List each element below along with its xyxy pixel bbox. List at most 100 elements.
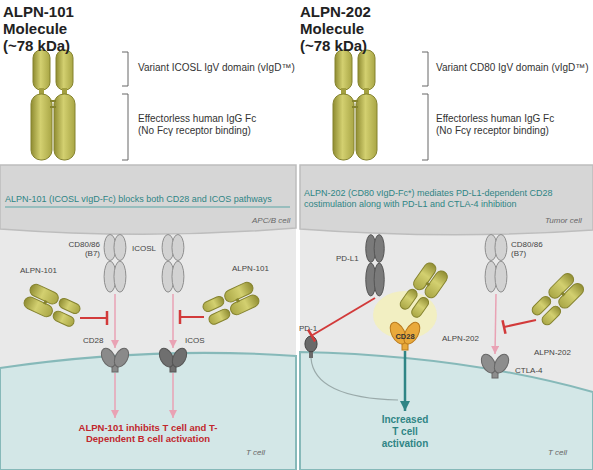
receptor-shape [160,232,186,294]
bracket [122,52,128,86]
fusion-protein [529,271,586,328]
receptor-node: ALPN-101 [195,280,265,328]
label: ALPN-101 Molecule (~78 kDa) [3,3,83,54]
hinge [425,282,430,287]
connector [114,294,116,348]
signal-arrow [114,373,116,418]
label: T cell [246,448,265,457]
bracket [122,94,128,160]
receptor-label: CD28 [83,336,103,345]
title-underline [5,207,290,208]
receptor-label: ALPN-202 [534,348,571,357]
connector [495,294,496,354]
receptor-shape [18,282,88,330]
label: ALPN-202 (CD80 vIgD-Fc*) mediates PD-L1-… [304,188,590,210]
fc-domain [411,261,438,292]
label: Effectorless human IgG Fc (No Fcγ recept… [436,113,571,137]
inhibition-line [504,320,536,327]
panel-bg [300,165,593,470]
receptor-domain [374,263,384,296]
apc-cell [0,165,296,234]
fc-domain [31,94,52,160]
igv-domain [358,50,375,90]
receptor-shape [392,262,454,320]
tumor-cell [300,165,593,235]
hinge [50,106,56,108]
receptor-node: ICOSL [160,232,186,294]
receptor-domain [172,234,184,260]
receptor-shape [528,272,586,328]
receptor-label: ICOS [185,336,205,345]
receptor-node: CD80/86 (B7) [483,232,509,294]
igv-domain [530,294,553,317]
receptor-label: CD80/86 (B7) [66,240,100,258]
inhibition-bar [179,310,182,324]
fusion-protein [397,261,449,320]
receptor-node: ALPN-202 [528,272,586,328]
hinge [50,100,56,102]
fc-domain [22,295,54,319]
label: Effectorless human IgG Fc (No Fcγ recept… [138,113,273,137]
receptor-shape [364,232,386,298]
receptor-node: PD-L1 [364,232,386,298]
receptor-label: PD-1 [299,324,317,333]
bracket [422,52,428,86]
t-cell [0,353,296,470]
inhibition-line [80,317,107,319]
receptor-shape [97,348,133,372]
receptor-node: CD28 [386,322,424,350]
receptor-label: ALPN-101 [20,266,57,275]
receptor-label: PD-L1 [336,254,359,263]
receptor-shape [303,336,319,358]
panel-bg [0,165,296,470]
receptor-label: ALPN-202 [442,334,479,343]
fusion-protein [201,280,261,326]
receptor-domain [495,261,507,292]
inhibition-bar [106,311,109,325]
label: Variant ICOSL IgV domain (vIgD™) [138,62,295,73]
igv-domain [56,50,73,90]
activation-arrow [404,351,407,411]
label: APC/B cell [252,216,290,225]
signal-line [311,358,398,400]
hinge [352,100,358,102]
receptor-domain [169,346,189,370]
label: Increased T cell activation [379,414,431,450]
receptor-node: ICOS [155,348,191,372]
igv-domain [52,310,76,328]
receptor-shape [155,348,191,372]
receptor-label: CD80/86 (B7) [511,240,545,258]
receptor-label: CTLA-4 [515,366,543,375]
receptor-node: ALPN-101 [18,282,88,330]
hinge [43,300,47,305]
receptor-domain [114,261,126,292]
receptor-domain [111,346,131,370]
label: ALPN-202 Molecule (~78 kDa) [300,3,380,54]
label: Variant CD80 IgV domain (vIgD™) [436,62,589,73]
receptor-node: CD28 [97,348,133,372]
fc-domain [333,94,354,160]
fusion-protein [22,282,82,328]
receptor-domain [495,234,507,260]
receptor-domain [172,261,184,292]
receptor-shape [195,280,265,328]
receptor-shape [477,354,513,378]
fc-domain [54,94,75,160]
label: T cell [548,448,567,457]
inhibition-line [180,316,204,318]
label: Tumor cell [545,216,582,225]
receptor-shape [102,232,128,294]
t-cell [300,352,593,470]
bracket [422,94,428,160]
connector [172,294,174,348]
receptor-label: ICOSL [132,244,156,253]
receptor-domain [374,235,384,263]
receptor-label: ALPN-101 [232,264,269,273]
fc-domain [546,271,576,301]
receptor-node: ALPN-202 [392,262,454,320]
receptor-shape [483,232,509,294]
receptor-node: PD-1 [303,336,319,358]
fc-domain [356,94,377,160]
hinge [352,106,358,108]
fc-domain [223,280,255,304]
